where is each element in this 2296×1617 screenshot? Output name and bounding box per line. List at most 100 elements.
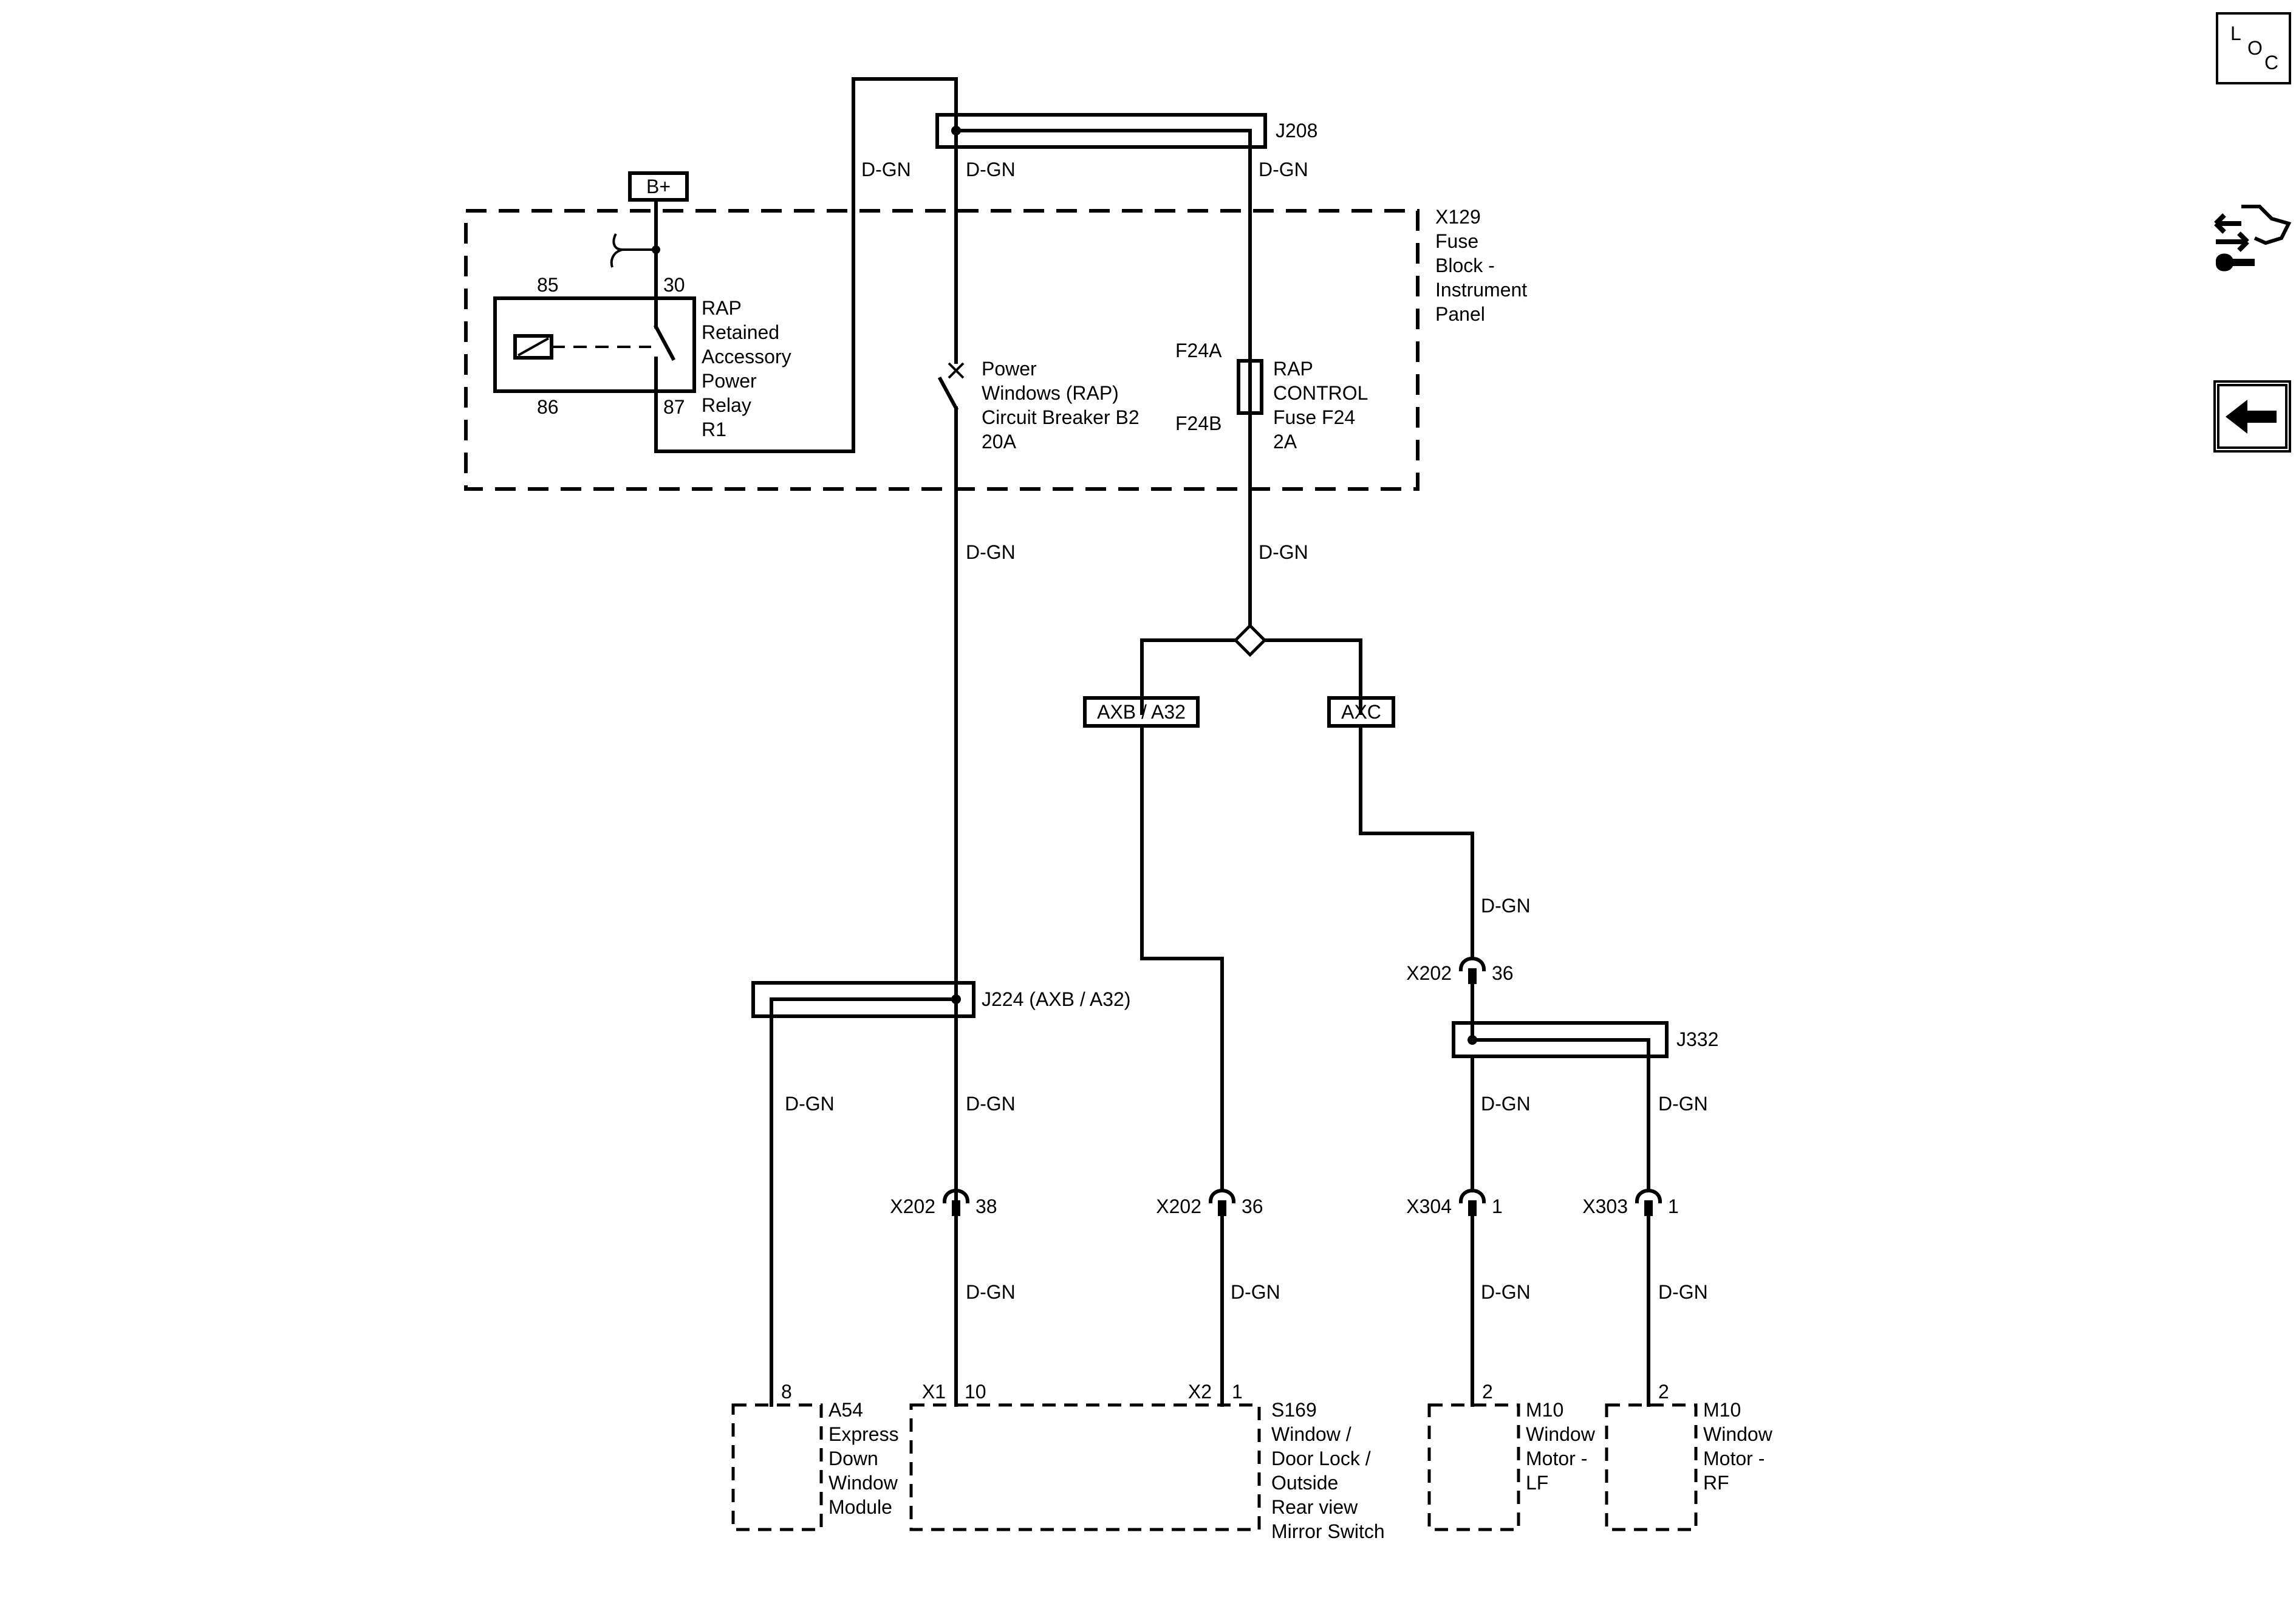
- wire-color-label: D-GN: [861, 159, 911, 180]
- svg-text:X202: X202: [1406, 962, 1452, 984]
- svg-text:J332: J332: [1676, 1028, 1718, 1050]
- svg-text:30: 30: [663, 274, 685, 296]
- svg-text:CONTROL: CONTROL: [1273, 382, 1368, 404]
- svg-text:Relay: Relay: [702, 394, 751, 416]
- splice-j332: J332: [1452, 1021, 1718, 1058]
- svg-text:Fuse: Fuse: [1435, 230, 1478, 252]
- svg-text:85: 85: [537, 274, 559, 296]
- svg-text:S169: S169: [1271, 1399, 1317, 1421]
- wire-color-label: D-GN: [1481, 1281, 1531, 1303]
- svg-text:Block -: Block -: [1435, 255, 1495, 276]
- fuse-f24: F24A F24B: [1175, 340, 1263, 434]
- svg-text:X1: X1: [922, 1381, 946, 1403]
- wire-color-label: D-GN: [1259, 541, 1308, 563]
- svg-text:M10: M10: [1703, 1399, 1741, 1421]
- power-source-bplus: B+: [628, 171, 689, 202]
- svg-text:Windows (RAP): Windows (RAP): [982, 382, 1119, 404]
- svg-text:Door Lock /: Door Lock /: [1271, 1448, 1371, 1469]
- svg-text:Module: Module: [829, 1496, 892, 1518]
- svg-text:Window: Window: [829, 1472, 898, 1494]
- svg-text:Window: Window: [1703, 1423, 1773, 1445]
- svg-text:Window: Window: [1526, 1423, 1596, 1445]
- breaker-switch-icon: [937, 376, 959, 411]
- svg-text:Instrument: Instrument: [1435, 279, 1527, 301]
- svg-text:86: 86: [537, 396, 559, 418]
- svg-text:X304: X304: [1406, 1195, 1452, 1217]
- option-tag-axb-a32: AXB / A32: [1083, 696, 1200, 728]
- svg-text:Window /: Window /: [1271, 1423, 1351, 1445]
- svg-text:F24A: F24A: [1175, 340, 1222, 361]
- wire-color-label: D-GN: [1259, 159, 1308, 180]
- svg-text:Down: Down: [829, 1448, 878, 1469]
- connector-x304-1: X304 1: [1406, 1189, 1503, 1217]
- svg-text:Panel: Panel: [1435, 303, 1485, 325]
- connector-x303-1: X303 1: [1582, 1189, 1679, 1217]
- svg-text:38: 38: [975, 1195, 997, 1217]
- relay-switch-icon: [653, 324, 676, 361]
- relay-label: RAP Retained Accessory Power Relay R1: [702, 297, 791, 440]
- svg-text:36: 36: [1492, 962, 1514, 984]
- option-branch-diamond-icon: [1233, 623, 1267, 657]
- svg-text:Outside: Outside: [1271, 1472, 1338, 1494]
- connector-x202-38: X202 38: [890, 1189, 997, 1217]
- svg-text:F24B: F24B: [1175, 412, 1221, 434]
- circuit-breaker-label: Power Windows (RAP) Circuit Breaker B2 2…: [982, 358, 1139, 453]
- back-arrow-icon: [2226, 400, 2277, 434]
- svg-text:Power: Power: [702, 370, 757, 392]
- component-m10-rf: 2 M10 Window Motor - RF: [1605, 1381, 1773, 1531]
- wire-color-label: D-GN: [1481, 895, 1531, 917]
- component-a54: 8 A54 Express Down Window Module: [731, 1381, 899, 1531]
- svg-text:Mirror Switch: Mirror Switch: [1271, 1520, 1385, 1542]
- svg-text:X202: X202: [890, 1195, 935, 1217]
- svg-text:Power: Power: [982, 358, 1037, 380]
- fuse-block-x129: X129 Fuse Block - Instrument Panel: [464, 206, 1527, 491]
- component-s169: X1 10 X2 1 S169 Window / Door Lock / Out…: [909, 1381, 1385, 1542]
- connector-tool-button[interactable]: [2214, 205, 2292, 272]
- svg-text:1: 1: [1492, 1195, 1503, 1217]
- component-m10-lf: 2 M10 Window Motor - LF: [1427, 1381, 1596, 1531]
- svg-text:Fuse F24: Fuse F24: [1273, 406, 1355, 428]
- svg-text:AXB / A32: AXB / A32: [1097, 701, 1186, 723]
- loc-icon: L O C: [2230, 22, 2278, 74]
- fuse-block-label: X129 Fuse Block - Instrument Panel: [1435, 206, 1527, 325]
- svg-text:2: 2: [1658, 1381, 1669, 1403]
- svg-text:Accessory: Accessory: [702, 346, 791, 368]
- wire-color-label: D-GN: [966, 541, 1016, 563]
- svg-text:M10: M10: [1526, 1399, 1563, 1421]
- svg-text:A54: A54: [829, 1399, 863, 1421]
- svg-text:2A: 2A: [1273, 431, 1297, 453]
- connector-x202-36-upper: X202 36: [1406, 957, 1514, 984]
- relay-output-wire: [654, 77, 958, 453]
- circuit-breaker-b2: [937, 362, 965, 1214]
- svg-text:J208: J208: [1276, 120, 1317, 142]
- wire-color-label: D-GN: [785, 1093, 835, 1115]
- option-tag-axc: AXC: [1327, 696, 1395, 728]
- svg-text:20A: 20A: [982, 431, 1017, 453]
- svg-text:L: L: [2230, 22, 2241, 44]
- wire-color-label: D-GN: [1231, 1281, 1280, 1303]
- splice-j224: J224 (AXB / A32): [751, 981, 1130, 1018]
- svg-text:1: 1: [1668, 1195, 1679, 1217]
- svg-text:87: 87: [663, 396, 685, 418]
- svg-text:LF: LF: [1526, 1472, 1548, 1494]
- svg-text:RAP: RAP: [702, 297, 742, 319]
- wire-color-label: D-GN: [1658, 1281, 1708, 1303]
- svg-text:36: 36: [1242, 1195, 1263, 1217]
- svg-text:AXC: AXC: [1341, 701, 1381, 723]
- relay-r1: 85 30 86 87: [493, 274, 696, 418]
- wire-color-label: D-GN: [1658, 1093, 1708, 1115]
- svg-text:1: 1: [1232, 1381, 1243, 1403]
- svg-text:RAP: RAP: [1273, 358, 1313, 380]
- loc-button[interactable]: L O C: [2216, 12, 2291, 84]
- svg-text:B+: B+: [646, 176, 671, 197]
- svg-text:RF: RF: [1703, 1472, 1729, 1494]
- connector-tool-icon: [2214, 205, 2292, 272]
- svg-text:X202: X202: [1156, 1195, 1201, 1217]
- svg-text:Motor -: Motor -: [1526, 1448, 1587, 1469]
- svg-text:Retained: Retained: [702, 321, 779, 343]
- back-button[interactable]: [2213, 380, 2291, 453]
- svg-text:Rear view: Rear view: [1271, 1496, 1358, 1518]
- svg-text:O: O: [2247, 37, 2263, 59]
- wire-color-label: D-GN: [966, 1281, 1016, 1303]
- svg-text:J224 (AXB / A32): J224 (AXB / A32): [982, 988, 1130, 1010]
